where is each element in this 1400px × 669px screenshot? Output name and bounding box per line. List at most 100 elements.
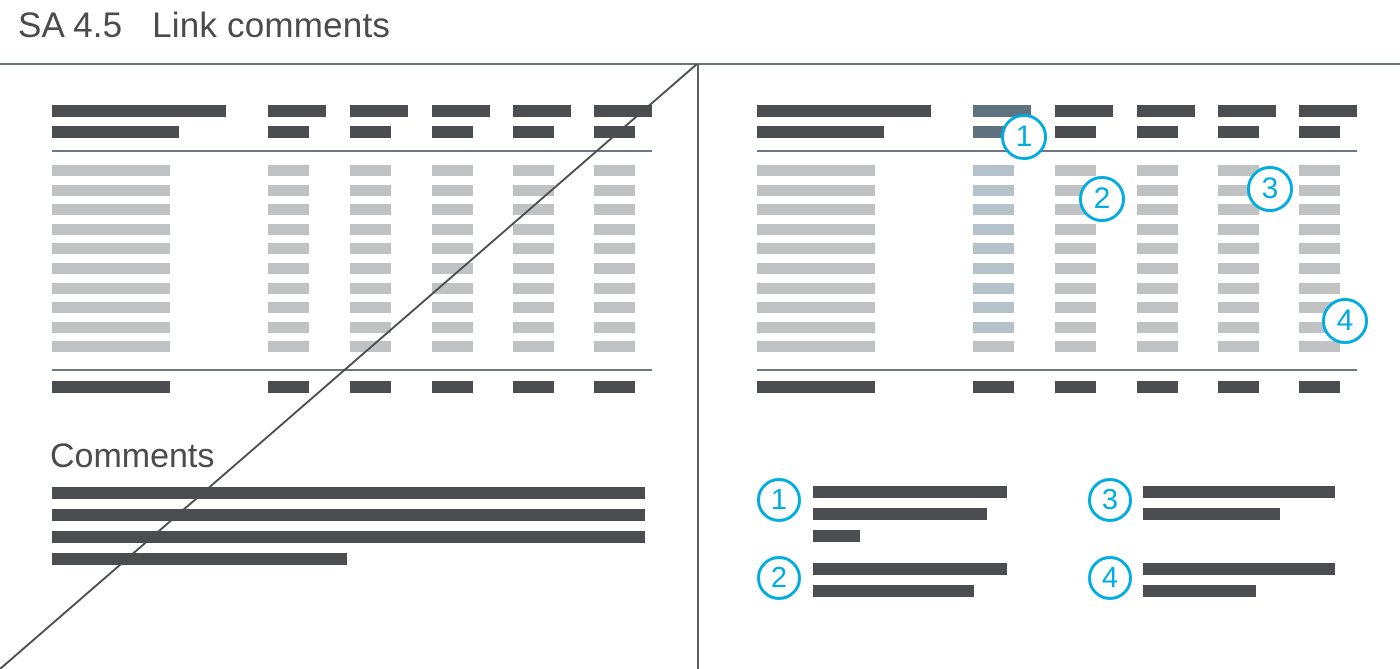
callout-number: 2 — [1082, 179, 1122, 219]
table-body-cell — [1137, 283, 1178, 294]
table-body-cell — [52, 204, 170, 215]
table-body-cell — [1299, 165, 1340, 176]
table-body-cell — [268, 165, 309, 176]
comment-callout-marker-4[interactable]: 4 — [1088, 556, 1132, 600]
table-body-cell — [513, 263, 554, 274]
header-divider-rule — [0, 63, 1400, 65]
table-callout-marker-4[interactable]: 4 — [1322, 298, 1368, 344]
table-body-cell — [1055, 165, 1096, 176]
comment-entry-line — [813, 585, 974, 597]
table-body-cell — [1137, 263, 1178, 274]
table-header-cell — [268, 105, 326, 117]
table-body-cell — [594, 165, 635, 176]
table-body-cell — [350, 283, 391, 294]
table-body-cell — [432, 341, 473, 352]
table-subheader-cell — [432, 126, 473, 138]
table-body-cell — [594, 243, 635, 254]
callout-number: 4 — [1325, 301, 1365, 341]
table-header-rule — [52, 150, 652, 152]
table-callout-marker-2[interactable]: 2 — [1079, 176, 1125, 222]
table-body-cell — [1055, 341, 1096, 352]
table-body-cell — [350, 165, 391, 176]
comment-entry-line — [1143, 486, 1335, 498]
table-body-cell — [757, 243, 875, 254]
table-header-cell — [513, 105, 571, 117]
table-body-cell — [350, 322, 391, 333]
table-body-cell — [973, 283, 1014, 294]
table-body-cell — [594, 185, 635, 196]
table-body-cell — [594, 263, 635, 274]
comment-text-line — [52, 531, 645, 543]
table-header-cell — [594, 105, 652, 117]
table-header-rule — [757, 150, 1357, 152]
table-body-cell — [513, 341, 554, 352]
table-body-cell — [432, 224, 473, 235]
table-body-cell — [757, 283, 875, 294]
table-body-cell — [1218, 283, 1259, 294]
table-body-cell — [268, 263, 309, 274]
callout-number: 3 — [1250, 169, 1290, 209]
table-body-cell — [1055, 263, 1096, 274]
table-body-cell — [1137, 322, 1178, 333]
table-footer-cell — [1055, 381, 1096, 393]
comment-callout-marker-2[interactable]: 2 — [757, 556, 801, 600]
table-callout-marker-1[interactable]: 1 — [1001, 114, 1047, 160]
table-body-cell — [1137, 341, 1178, 352]
table-body-cell — [432, 204, 473, 215]
table-body-cell — [268, 322, 309, 333]
table-body-cell — [1218, 302, 1259, 313]
table-footer-cell — [268, 381, 309, 393]
table-body-cell — [350, 224, 391, 235]
table-body-cell — [757, 302, 875, 313]
comment-callout-marker-3[interactable]: 3 — [1088, 478, 1132, 522]
table-body-cell — [1299, 341, 1340, 352]
table-body-cell — [350, 341, 391, 352]
table-body-cell — [1055, 322, 1096, 333]
table-body-cell — [350, 243, 391, 254]
page-header: SA 4.5 Link comments — [0, 0, 1400, 65]
table-footer-cell — [594, 381, 635, 393]
table-body-cell — [757, 165, 875, 176]
table-body-cell — [350, 204, 391, 215]
table-body-cell — [52, 185, 170, 196]
table-body-cell — [1218, 341, 1259, 352]
table-body-cell — [52, 263, 170, 274]
table-body-cell — [1055, 185, 1096, 196]
comment-text-line — [52, 509, 645, 521]
table-footer-rule — [52, 369, 652, 371]
table-header-cell — [1137, 105, 1195, 117]
table-body-cell — [1218, 185, 1259, 196]
table-body-cell — [757, 322, 875, 333]
table-subheader-cell — [52, 126, 179, 138]
comment-callout-marker-1[interactable]: 1 — [757, 478, 801, 522]
table-body-cell — [52, 165, 170, 176]
comment-text-line — [52, 553, 347, 565]
table-body-cell — [52, 341, 170, 352]
table-subheader-cell — [1137, 126, 1178, 138]
table-body-cell — [432, 302, 473, 313]
table-body-cell — [1055, 283, 1096, 294]
panel-divider — [697, 64, 699, 669]
table-footer-cell — [513, 381, 554, 393]
table-body-cell — [350, 263, 391, 274]
table-footer-cell — [432, 381, 473, 393]
table-body-cell — [1299, 243, 1340, 254]
table-header-cell — [432, 105, 490, 117]
comment-entry-line — [1143, 563, 1335, 575]
table-subheader-cell — [1218, 126, 1259, 138]
table-body-cell — [268, 302, 309, 313]
table-subheader-cell — [1055, 126, 1096, 138]
table-body-cell — [1299, 283, 1340, 294]
table-body-cell — [268, 185, 309, 196]
table-body-cell — [973, 204, 1014, 215]
table-body-cell — [1218, 204, 1259, 215]
table-body-cell — [52, 243, 170, 254]
table-body-cell — [268, 341, 309, 352]
table-body-cell — [1055, 204, 1096, 215]
table-callout-marker-3[interactable]: 3 — [1247, 166, 1293, 212]
strike-through-diagonal — [0, 64, 698, 669]
table-subheader-cell — [268, 126, 309, 138]
table-body-cell — [52, 322, 170, 333]
comment-entry-line — [1143, 508, 1280, 520]
table-body-cell — [432, 243, 473, 254]
